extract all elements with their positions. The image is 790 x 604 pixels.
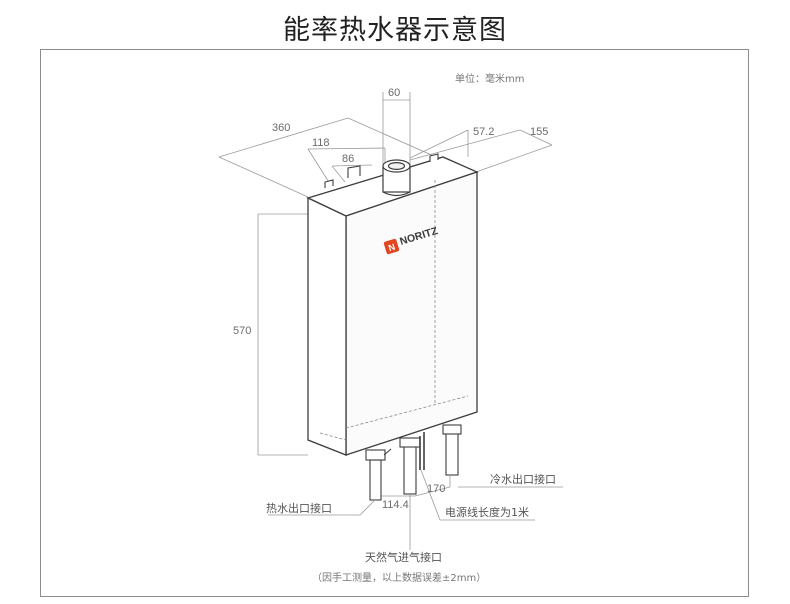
page-title: 能率热水器示意图 [283,15,507,46]
power-cable [419,432,425,470]
dim-depth: 360 [272,122,290,134]
dim-pipe-spacing-hot-gas: 114.4 [382,499,409,511]
dim-line-side [409,129,521,161]
label-power-cable: 电源线长度为1米 [445,505,529,519]
footnote: （因手工测量，以上数据误差±2mm） [312,571,486,584]
leader-power-cable [420,469,441,521]
dim-pipe-spacing-gas-cold: 170 [427,483,445,495]
dim-height: 570 [233,325,251,337]
gas-inlet-pipe [399,437,421,495]
cold-water-pipe [442,424,462,476]
brand-badge-icon [383,238,400,255]
diagram-frame [40,49,749,597]
dim-bracket-offset: 86 [342,153,354,165]
dim-line-pipe-2 [414,486,451,497]
dim-line-flue-offset [409,129,469,159]
dim-line-bracket [307,147,386,150]
brand-badge: N [387,242,396,253]
label-gas-inlet: 天然气进气接口 [365,550,442,564]
water-heater-body [306,156,479,456]
dim-line-depth [218,117,349,158]
dim-bracket-spacing: 118 [312,137,330,149]
dim-line-bracket-offset [331,164,373,167]
flue-pipe [382,159,411,197]
hot-water-pipe [365,448,392,501]
mounting-bracket [324,153,439,188]
dim-flue-diameter: 60 [388,87,400,99]
label-cold-water: 冷水出口接口 [490,472,556,486]
unit-note: 单位：毫米mm [455,72,524,85]
label-hot-water: 热水出口接口 [266,501,332,515]
dim-flue-offset: 57.2 [473,126,494,138]
dim-side-offset: 155 [530,126,548,138]
